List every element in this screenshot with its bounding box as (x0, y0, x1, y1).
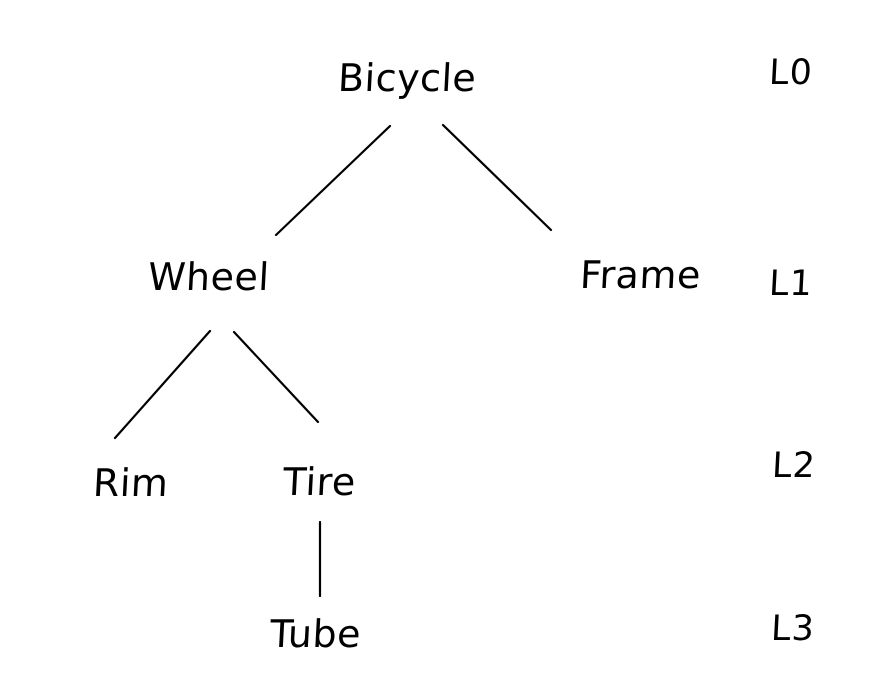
level-label-l2: L2 (770, 446, 817, 486)
node-rim: Rim (91, 461, 170, 505)
edge-wheel-rim (113, 329, 212, 440)
node-tire: Tire (281, 460, 357, 504)
node-bicycle: Bicycle (336, 56, 478, 100)
level-label-l3: L3 (769, 609, 816, 649)
level-label-l0: L0 (767, 53, 814, 93)
edge-bicycle-frame (441, 123, 553, 232)
node-wheel: Wheel (146, 255, 271, 299)
node-frame: Frame (578, 253, 703, 297)
node-tube: Tube (268, 612, 363, 656)
edge-bicycle-wheel (274, 124, 392, 237)
edge-wheel-tire (232, 330, 320, 424)
level-label-l1: L1 (767, 264, 814, 304)
